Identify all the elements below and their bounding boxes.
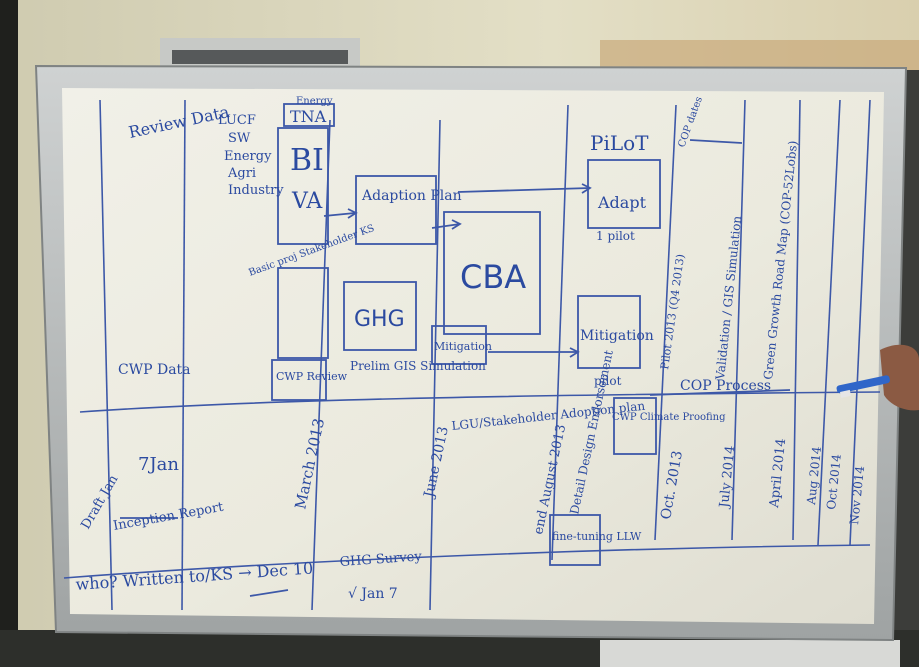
cop-process-label: COP Process [680, 378, 771, 394]
adapt-label: Adapt [597, 193, 647, 212]
oct2014-label: Oct 2014 [824, 453, 844, 510]
ghg-label: GHG [354, 307, 405, 332]
sector-sw: SW [228, 131, 251, 146]
one-pilot-label: 1 pilot [596, 229, 635, 243]
aug2014-label: Aug 2014 [804, 445, 824, 506]
va-label: VA [291, 189, 323, 214]
sector-lucf: LUCF [218, 113, 256, 128]
ghg-survey-label: GHG Survey [339, 549, 423, 570]
bi-label: BI [290, 143, 324, 178]
fine-tuning-label: fine-tuning LLW [552, 530, 642, 543]
board-surface [62, 88, 884, 624]
prelim-label: Prelim GIS Simulation [350, 359, 486, 373]
aircon-vent [172, 50, 348, 64]
bottom-shelf [600, 640, 900, 667]
box-outlines [271, 103, 661, 566]
cwp-climate-label: CWP Climate Proofing [612, 412, 726, 423]
july2014-label: July 2014 [717, 445, 739, 511]
left-dark-edge [0, 0, 18, 667]
target-label: 7Jan [138, 454, 179, 475]
april2014-label: April 2014 [767, 438, 789, 510]
tna-label: TNA [290, 107, 327, 126]
mitigation-label: Mitigation [434, 340, 492, 353]
pilot-header: PiLoT [590, 131, 649, 155]
cwp-data-label: CWP Data [118, 362, 191, 378]
jan7-label: √ Jan 7 [348, 586, 398, 602]
curtain-strip [600, 40, 919, 70]
hand-with-marker [836, 344, 919, 411]
pilot-small-label: pilot [594, 374, 622, 388]
timeline-lines [63, 99, 881, 611]
sector-industry: Industry [228, 183, 284, 198]
sector-agri: Agri [227, 166, 256, 181]
cba-label: CBA [460, 258, 526, 296]
nov2014-label: Nov 2014 [847, 465, 867, 525]
adaption-plan-label: Adaption Plan [361, 188, 462, 204]
mitigation-pilot-label: Mitigation [580, 328, 654, 344]
cwp-review-label: CWP Review [276, 370, 348, 383]
above-bi-label: Energy [296, 96, 333, 107]
sector-energy: Energy [224, 149, 272, 164]
